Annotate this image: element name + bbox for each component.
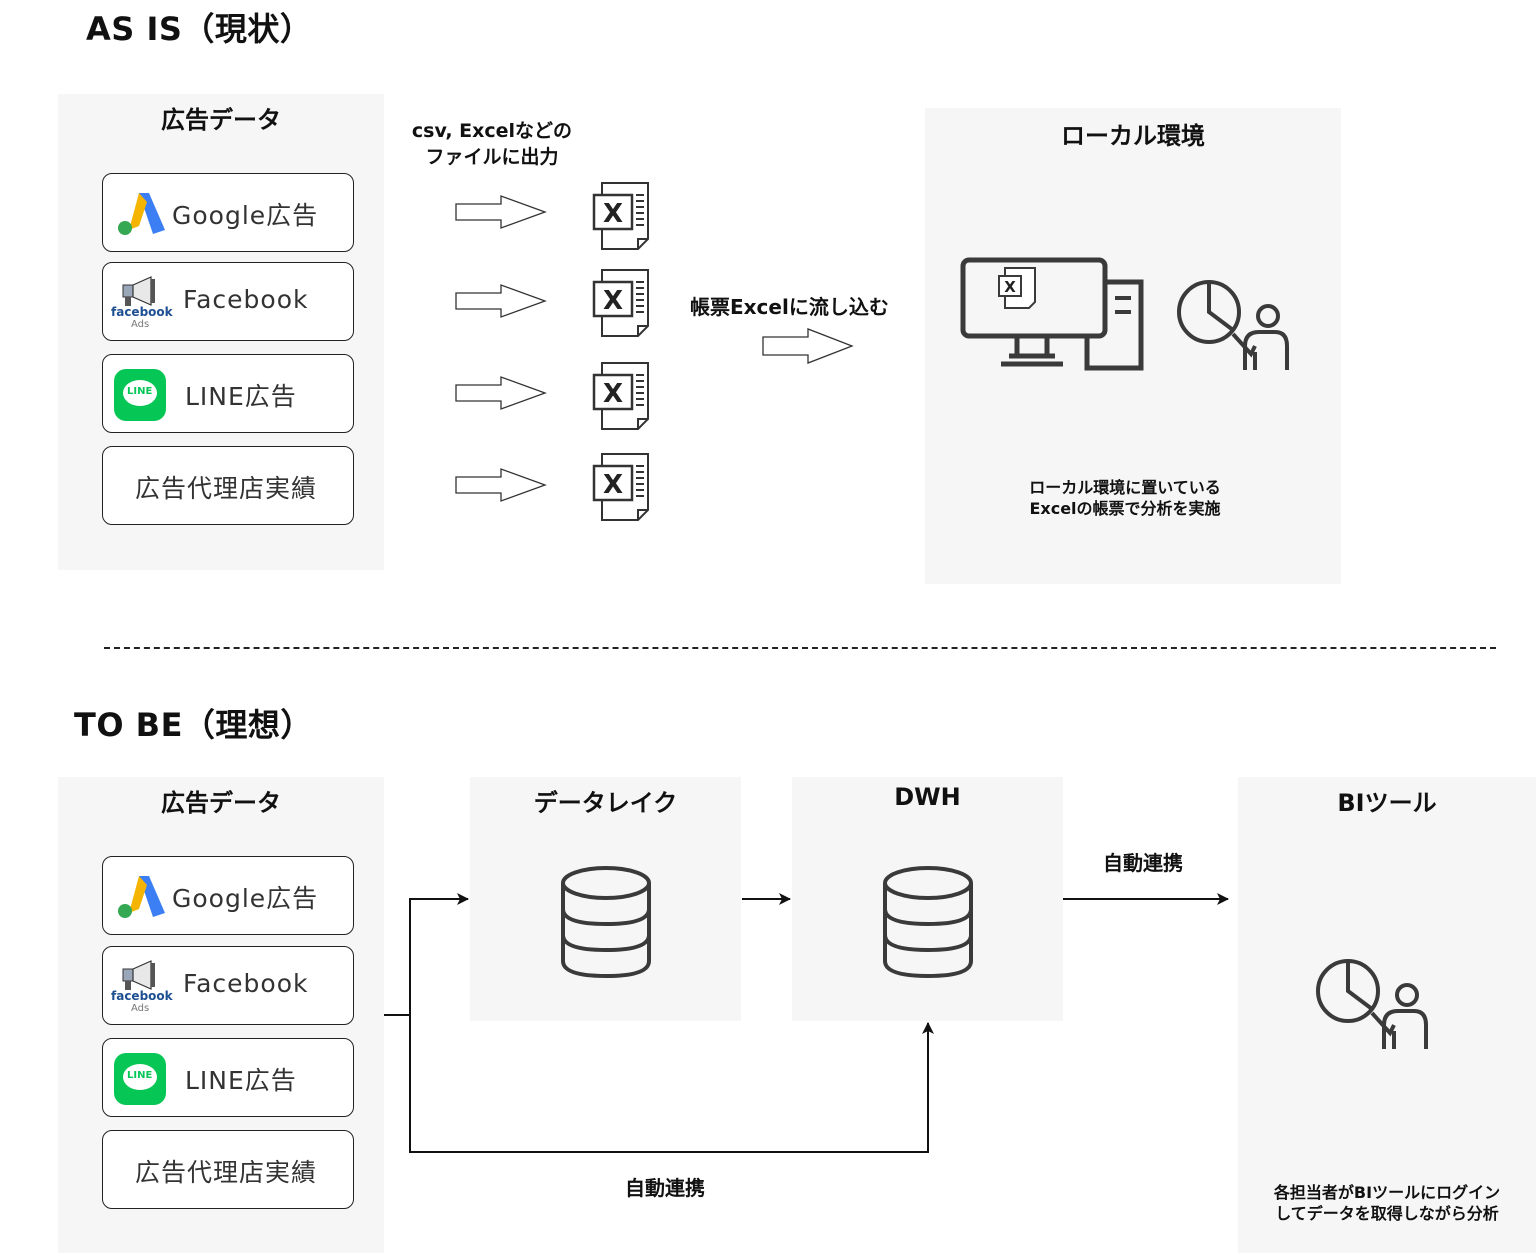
svg-text:X: X [1004, 278, 1016, 296]
agency-results-label: 広告代理店実績 [135, 1158, 318, 1187]
hollow-arrow-import [762, 328, 854, 364]
as-is-ad-data-panel: 広告データ Google広告 facebook Ads Facebook LIN… [58, 94, 384, 570]
google-ads-label: Google広告 [172, 201, 319, 230]
dwh-panel: DWH [792, 777, 1063, 1021]
excel-file-icon: X [592, 453, 649, 521]
hollow-arrow-1 [455, 195, 547, 229]
line-icon: LINE [114, 1053, 166, 1105]
hollow-arrow-4 [455, 468, 547, 502]
svg-text:X: X [603, 286, 623, 316]
agency-results-box: 広告代理店実績 [102, 1130, 354, 1209]
google-ads-icon [118, 193, 165, 235]
line-icon: LINE [114, 369, 166, 421]
bi-tool-note: 各担当者がBIツールにログイン してデータを取得しながら分析 [1273, 1183, 1501, 1223]
google-ads-box: Google広告 [102, 173, 354, 252]
section-divider [104, 647, 1496, 649]
ad-data-title: 広告データ [161, 789, 281, 817]
google-ads-box: Google広告 [102, 856, 354, 935]
ad-data-title: 広告データ [161, 106, 281, 134]
auto-link-label-top: 自動連携 [1103, 851, 1183, 875]
facebook-icon-sub: Ads [131, 319, 150, 330]
hollow-arrow-2 [455, 284, 547, 318]
svg-text:X: X [603, 379, 623, 409]
google-ads-icon [118, 876, 165, 918]
facebook-icon-sub: Ads [131, 1003, 150, 1014]
facebook-label: Facebook [183, 285, 309, 314]
analyst-chart-icon [1177, 280, 1289, 370]
facebook-ads-box: facebook Ads Facebook [102, 946, 354, 1025]
agency-results-box: 広告代理店実績 [102, 446, 354, 525]
excel-file-icon: X [592, 182, 649, 250]
excel-file-icon: X [592, 362, 649, 430]
to-be-heading: TO BE（理想） [74, 706, 313, 744]
line-icon-text: LINE [127, 1070, 153, 1081]
local-env-note: ローカル環境に置いている Excelの帳票で分析を実施 [1029, 478, 1221, 518]
small-excel-icon: X [998, 267, 1036, 309]
line-icon-text: LINE [127, 386, 153, 397]
line-ads-label: LINE広告 [185, 382, 297, 411]
database-icon [883, 866, 973, 979]
line-ads-label: LINE広告 [185, 1066, 297, 1095]
import-label: 帳票Excelに流し込む [690, 295, 889, 319]
local-env-panel: ローカル環境 X ローカル環境に置いている Excelの帳票で分析を実施 [925, 108, 1341, 584]
bi-tool-panel: BIツール 各担当者がBIツールにログイン してデータを取得しながら分析 [1238, 777, 1536, 1253]
bi-tool-title: BIツール [1337, 789, 1437, 817]
database-icon [561, 866, 651, 979]
line-ads-box: LINE LINE広告 [102, 354, 354, 433]
facebook-ads-icon [122, 276, 155, 306]
svg-text:X: X [603, 470, 623, 500]
facebook-icon-text: facebook [111, 989, 173, 1003]
facebook-icon-text: facebook [111, 305, 173, 319]
arrow-to-dwh-bottom [409, 1015, 934, 1153]
local-env-title: ローカル環境 [1061, 122, 1205, 150]
desktop-computer-icon: X [960, 257, 1144, 371]
to-be-ad-data-panel: 広告データ Google広告 facebook Ads Facebook LIN… [58, 777, 384, 1253]
data-lake-panel: データレイク [470, 777, 741, 1021]
excel-file-icon: X [592, 269, 649, 337]
line-ads-box: LINE LINE広告 [102, 1038, 354, 1117]
google-ads-label: Google広告 [172, 884, 319, 913]
facebook-ads-icon [122, 960, 155, 990]
data-lake-title: データレイク [533, 789, 678, 817]
auto-link-label-bottom: 自動連携 [625, 1176, 705, 1200]
export-label: csv, Excelなどの ファイルに出力 [411, 120, 573, 168]
facebook-label: Facebook [183, 969, 309, 998]
facebook-ads-box: facebook Ads Facebook [102, 262, 354, 341]
dwh-title: DWH [894, 783, 961, 811]
analyst-chart-icon [1316, 959, 1428, 1049]
agency-results-label: 広告代理店実績 [135, 474, 318, 503]
as-is-heading: AS IS（現状） [86, 10, 313, 48]
svg-text:X: X [603, 199, 623, 229]
hollow-arrow-3 [455, 376, 547, 410]
arrow-to-data-lake [409, 893, 469, 1015]
